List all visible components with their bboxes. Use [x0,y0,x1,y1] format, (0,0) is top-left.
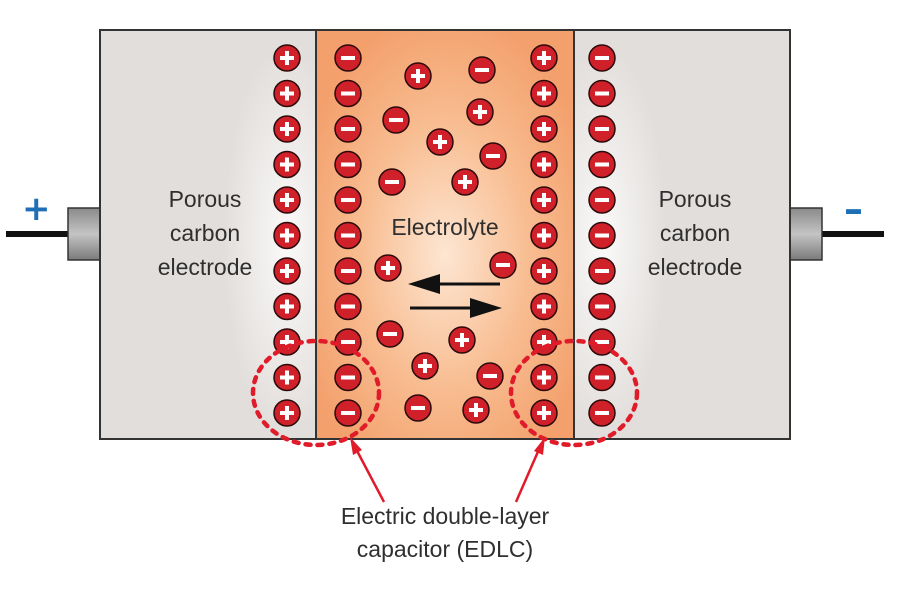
edlc-callout-left [250,338,382,448]
plus-ion-icon [273,150,301,179]
plus-ion-icon [273,115,301,143]
minus-ion-icon [588,186,616,214]
plus-ion-icon [466,98,494,126]
minus-ion-icon [334,79,362,108]
bidirectional-arrows-icon [408,274,502,318]
plus-ion-icon [411,352,439,380]
minus-ion-icon [334,363,362,392]
plus-ion-icon [530,257,558,285]
edlc-pointer-left [350,437,386,503]
plus-ion-icon [530,115,558,143]
plus-ion-icon [530,363,558,392]
plus-ion-icon [273,257,301,285]
left-electrode-label: Porous carbon electrode [157,186,253,280]
minus-ion-icon [588,150,616,179]
minus-ion-icon [588,257,616,285]
right-electrode-label: Porous carbon electrode [647,186,743,280]
minus-ion-icon [588,115,616,143]
plus-ion-icon [273,186,301,214]
minus-ion-icon [382,106,410,134]
plus-ion-icon [451,168,479,196]
minus-ion-icon [334,186,362,214]
minus-ion-icon [588,399,616,427]
minus-ion-icon [334,221,362,250]
plus-ion-icon [530,79,558,108]
plus-ion-icon [404,62,432,90]
plus-ion-icon [530,221,558,250]
plus-ion-icon [530,44,558,72]
minus-ion-icon [588,363,616,392]
minus-ion-icon [588,79,616,108]
minus-ion-icon [588,292,616,321]
plus-ion-icon [273,399,301,427]
left-terminal [67,207,101,261]
plus-ion-icon [530,186,558,214]
plus-ion-icon [273,44,301,72]
negative-terminal-sign: – [844,187,863,231]
edlc-callout-right [508,338,640,448]
minus-ion-icon [468,56,496,84]
minus-ion-icon [404,394,432,422]
plus-ion-icon [374,254,402,282]
plus-ion-icon [448,326,476,354]
plus-ion-icon [462,396,490,424]
plus-ion-icon [273,292,301,321]
minus-ion-icon [334,257,362,285]
plus-ion-icon [530,399,558,427]
minus-ion-icon [476,362,504,390]
ion-layer [273,44,616,427]
electrolyte-label: Electrolyte [391,214,499,240]
edlc-caption: Electric double-layer capacitor (EDLC) [340,503,550,562]
minus-ion-icon [334,150,362,179]
minus-ion-icon [479,142,507,170]
plus-ion-icon [273,79,301,108]
right-terminal [789,207,823,261]
plus-ion-icon [273,363,301,392]
minus-ion-icon [489,251,517,279]
minus-ion-icon [334,115,362,143]
minus-ion-icon [376,320,404,348]
positive-terminal-sign: + [22,189,51,229]
minus-ion-icon [588,44,616,72]
plus-ion-icon [530,292,558,321]
plus-ion-icon [530,150,558,179]
plus-ion-icon [426,128,454,156]
minus-ion-icon [378,168,406,196]
minus-ion-icon [334,399,362,427]
minus-ion-icon [334,44,362,72]
edlc-pointer-right [514,437,545,503]
minus-ion-icon [588,221,616,250]
plus-ion-icon [273,221,301,250]
minus-ion-icon [334,292,362,321]
